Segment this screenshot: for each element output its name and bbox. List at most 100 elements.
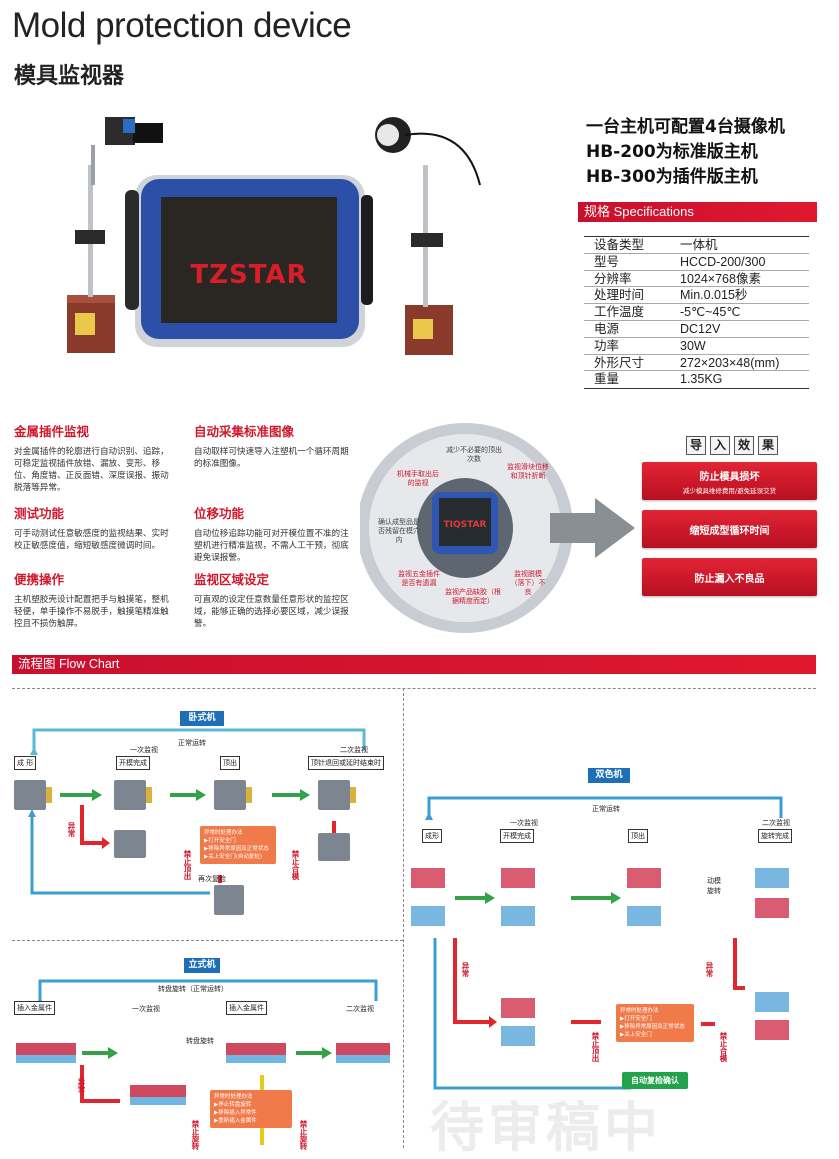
spec-value: DC12V (680, 321, 721, 336)
headline-hb300: HB-300为插件版主机 (586, 167, 758, 187)
horizontal-flow-diagram (14, 728, 366, 915)
wheel-item: 机械手取出后的监视 (397, 470, 439, 487)
spec-value: Min.0.015秒 (680, 288, 748, 303)
spec-row: 设备类型一体机 (584, 237, 809, 254)
feature-auto-capture: 自动采集标准图像 自动取样可快速导入注塑机一个循环周期的标准图像。 (194, 421, 354, 470)
spec-value: -5℃~45℃ (680, 305, 741, 320)
stop-eject-label: 禁止顶出 (183, 850, 192, 880)
spec-value: 30W (680, 338, 706, 353)
title-chinese: 模具监视器 (14, 64, 125, 89)
rotate-label: 转盘旋转 (186, 1037, 214, 1045)
wheel-item: 监视脱模（落下）不良 (510, 570, 546, 596)
stop-rotate-label: 禁止旋转 (299, 1120, 308, 1150)
exception-line: ▶移除插入异常件 (214, 1110, 257, 1116)
monitor-1-label: 一次监视 (130, 746, 158, 754)
abnormal-label: 异常 (461, 962, 470, 977)
spec-row: 外形尺寸 272×203×48(mm) (584, 355, 809, 372)
product-image: TZSTAR (67, 117, 481, 355)
step-box: 顶出 (628, 829, 648, 843)
feature-title: 监视区域设定 (194, 572, 270, 587)
loop-label: 正常运转 (592, 805, 620, 813)
feature-desc: 自动取样可快速导入注塑机一个循环周期的标准图像。 (194, 447, 349, 469)
abnormal-label: 异常 (77, 1078, 86, 1093)
spec-key: 设备类型 (594, 237, 645, 252)
wheel-item: 监视五金插件是否有遗漏 (398, 570, 440, 587)
spec-key: 分辨率 (594, 270, 632, 286)
monitor-2-label: 二次监视 (346, 1005, 374, 1013)
feature-desc: 自动位移追踪功能可对开模位置不准的注塑机进行精准监视，不需人工干预，彻底避免误报… (194, 529, 349, 563)
divider (12, 688, 816, 689)
stop-close-label: 禁止合模 (719, 1032, 728, 1062)
spec-key: 外形尺寸 (594, 354, 645, 370)
feature-desc: 可直观的设定任意数量任意形状的监控区域，能够正确的选择必要区域，减少误报警。 (194, 595, 349, 629)
feature-title: 便携操作 (14, 572, 65, 587)
effect-main: 防止模具损坏 (699, 472, 760, 483)
horizontal-machine-tag: 卧式机 (180, 711, 224, 726)
spec-value: 1.35KG (680, 372, 723, 387)
effect-title-char: 入 (710, 436, 730, 455)
headline-hb200: HB-200为标准版主机 (586, 142, 758, 162)
feature-title: 测试功能 (14, 506, 65, 521)
specs-title: 规格 Specifications (578, 202, 817, 222)
effect-title-char: 效 (734, 436, 754, 455)
wheel-item: 减少不必要的顶出次数 (446, 446, 502, 463)
effect-prevent-damage: 防止模具损坏 减少模具维修费用/避免延误交货 (642, 462, 817, 500)
feature-desc: 对金属插件的轮廓进行自动识别、追踪，可稳定监视插件放错、漏放、变形、移位、角度错… (14, 447, 169, 493)
monitor-1-label: 一次监视 (510, 819, 538, 827)
flow-chart-title: 流程图 Flow Chart (12, 655, 816, 674)
step-box: 插入金属件 (14, 1001, 55, 1015)
wheel-item: 监视滑块位移和顶针折断 (507, 463, 549, 480)
vertical-flow-diagram (16, 979, 390, 1145)
stop-rotate-label: 禁止旋转 (191, 1120, 200, 1150)
spec-row: 功率 30W (584, 338, 809, 355)
effect-main: 缩短成型循环时间 (689, 526, 770, 537)
effect-defect: 防止漏入不良品 (642, 558, 817, 596)
feature-desc: 主机塑胶壳设计配置把手与触摸笔，整机轻便，单手操作不易脱手，触摸笔精准触控且不损… (14, 595, 169, 629)
exception-line: ▶重新插入金属件 (214, 1118, 257, 1124)
spec-key: 功率 (594, 337, 620, 353)
headline-cameras: 一台主机可配置4台摄像机 (586, 117, 785, 137)
watermark: 待审稿中 (430, 1100, 662, 1159)
auto-recheck-confirm: 自动复检确认 (622, 1072, 688, 1089)
exception-line: ▶关上安全门(自动复检) (204, 854, 263, 860)
monitor-body: TZSTAR (125, 175, 373, 347)
monitor-2-label: 二次监视 (340, 746, 368, 754)
monitor-2-label: 二次监视 (762, 819, 790, 827)
stop-close-label: 禁止合模 (291, 850, 300, 880)
effect-sub: 减少模具维修费用/避免延误交货 (682, 487, 777, 495)
stop-eject-label: 禁止顶出 (591, 1032, 600, 1062)
feature-region: 监视区域设定 可直观的设定任意数量任意形状的监控区域，能够正确的选择必要区域，减… (194, 569, 354, 630)
spec-row: 工作温度-5℃~45℃ (584, 304, 809, 321)
exception-box: 异常时处理办法 ▶停止转盘旋转 ▶移除插入异常件 ▶重新插入金属件 (210, 1090, 292, 1128)
exception-line: ▶打开安全门 (620, 1016, 652, 1022)
feature-test: 测试功能 可手动测试任意敏感度的监视结果、实时校正敏感度值，缩短敏感度微调时间。 (14, 503, 174, 552)
spec-value: 1024×768像素 (680, 271, 761, 286)
step-box: 旋转完成 (758, 829, 792, 843)
spec-value: HCCD-200/300 (680, 254, 766, 269)
abnormal-label: 异常 (705, 962, 714, 977)
step-box: 顶针退回或延时结束时 (308, 756, 384, 770)
rotate-label: 动模旋转 (707, 877, 721, 895)
spec-value: 272×203×48(mm) (680, 355, 780, 370)
effect-main: 防止漏入不良品 (694, 574, 765, 585)
exception-line: ▶停止转盘旋转 (214, 1102, 252, 1108)
effect-cycle-time: 缩短成型循环时间 (642, 510, 817, 548)
dual-flow-diagram (411, 796, 789, 1090)
lamp-stand-right (375, 117, 481, 355)
loop-label: 正常运转 (178, 739, 206, 747)
exception-line: 异常时处理办法 (620, 1008, 659, 1014)
abnormal-label: 异常 (67, 822, 76, 837)
divider (12, 940, 403, 941)
exception-line: 异常时处理办法 (204, 830, 243, 836)
step-box: 成 形 (14, 756, 37, 770)
feature-metal-insert: 金属插件监视 对金属插件的轮廓进行自动识别、追踪，可稳定监视插件放错、漏放、变形… (14, 421, 174, 494)
camera-stand-left (67, 117, 163, 353)
function-wheel: TIQSTAR (360, 423, 635, 633)
recheck-label: 再次复检 (198, 875, 226, 883)
step-box: 开模完成 (500, 829, 534, 843)
exception-line: 异常时处理办法 (214, 1094, 253, 1100)
